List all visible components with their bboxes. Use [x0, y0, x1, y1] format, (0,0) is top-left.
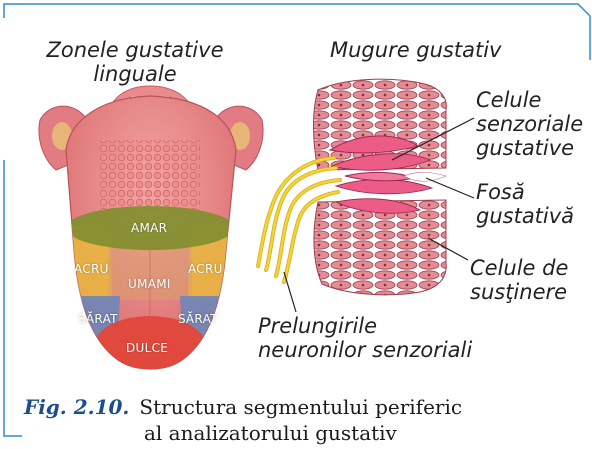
bud-title: Mugure gustativ — [330, 38, 501, 62]
caption-line2: al analizatorului gustativ — [24, 420, 564, 446]
figure-caption: Fig. 2.10. Structura segmentului periferi… — [24, 394, 564, 446]
caption-label: Fig. 2.10. — [24, 395, 129, 419]
label-celule-senzoriale-line2: senzoriale — [476, 112, 583, 136]
label-prelungiri-line1: Prelungirile — [258, 314, 377, 338]
zone-label-sarat-right: SĂRAT — [178, 312, 218, 326]
tongue-title-line2: linguale — [93, 62, 176, 86]
caption-line1: Structura segmentului periferic — [139, 395, 462, 419]
label-fosa-line2: gustativă — [476, 204, 574, 228]
zone-label-acru-left: ACRU — [74, 262, 109, 276]
label-fosa-gustativa: Fosă gustativă — [476, 180, 574, 228]
label-celule-senzoriale: Celule senzoriale gustative — [476, 88, 583, 160]
label-sustinere-line2: susţinere — [470, 280, 567, 304]
zone-label-dulce: DULCE — [126, 341, 168, 355]
zone-label-sarat-left: SĂRAT — [78, 312, 118, 326]
zone-label-acru-right: ACRU — [188, 262, 223, 276]
label-prelungiri: Prelungirile neuronilor senzoriali — [258, 314, 472, 362]
label-fosa-line1: Fosă — [476, 180, 525, 204]
taste-pore — [404, 172, 446, 181]
label-prelungiri-line2: neuronilor senzoriali — [258, 338, 472, 362]
lower-tissue — [314, 200, 446, 295]
zone-label-umami: UMAMI — [128, 277, 171, 291]
tongue-title-line1: Zonele gustative — [47, 38, 224, 62]
tongue-title: Zonele gustative linguale — [20, 38, 250, 86]
label-celule-senzoriale-line1: Celule — [476, 88, 541, 112]
label-celule-senzoriale-line3: gustative — [476, 136, 574, 160]
zone-label-amar: AMAR — [131, 221, 167, 235]
label-sustinere-line1: Celule de — [470, 256, 568, 280]
label-celule-sustinere: Celule de susţinere — [470, 256, 568, 304]
